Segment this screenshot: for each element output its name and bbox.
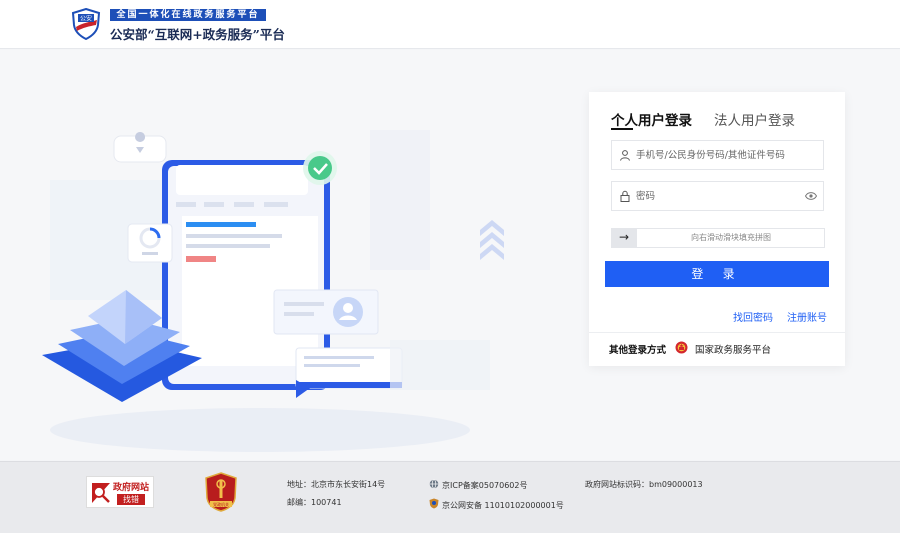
national-emblem-icon[interactable]	[675, 341, 688, 354]
footer-postcode: 邮编：100741	[287, 498, 342, 507]
slider-handle[interactable]: →	[611, 228, 637, 248]
magnifier-icon	[92, 483, 110, 503]
logo-subtitle: 全国一体化在线政务服务平台	[110, 9, 266, 21]
user-icon	[620, 150, 630, 161]
badge1-line1: 政府网站	[113, 483, 150, 493]
logo-title: 公安部“互联网+政务服务”平台	[110, 27, 285, 42]
party-gov-badge[interactable]: 党政机关	[204, 472, 238, 512]
tab-legal-login[interactable]: 法人用户登录	[714, 113, 795, 129]
hero-illustration	[42, 130, 504, 452]
svg-text:党政机关: 党政机关	[213, 501, 229, 507]
footer: 政府网站 找错 党政机关 地址：北京市东长安街14号 邮编：100741 京IC…	[0, 461, 900, 533]
eye-icon[interactable]	[805, 191, 817, 201]
forgot-password-link[interactable]: 找回密码	[733, 313, 773, 324]
password-input[interactable]	[636, 182, 806, 210]
login-card: 个人用户登录 法人用户登录 → 向右滑动滑块填充拼图 登 录 找回密码 注册账号…	[589, 92, 845, 366]
username-input[interactable]	[636, 141, 806, 169]
register-link[interactable]: 注册账号	[787, 313, 827, 324]
username-field[interactable]	[611, 140, 824, 170]
captcha-slider[interactable]: → 向右滑动滑块填充拼图	[611, 228, 825, 248]
divider	[589, 332, 845, 333]
footer-address: 地址：北京市东长安街14号	[287, 480, 386, 489]
active-tab-indicator	[611, 128, 633, 130]
slider-hint: 向右滑动滑块填充拼图	[691, 233, 771, 242]
national-platform-login-link[interactable]: 国家政务服务平台	[695, 345, 772, 356]
police-shield-icon: 公安	[71, 8, 101, 40]
svg-text:公安: 公安	[80, 15, 92, 23]
globe-icon	[429, 479, 439, 489]
gov-site-error-report-badge[interactable]: 政府网站 找错	[86, 476, 154, 508]
badge1-line2: 找错	[117, 494, 145, 505]
tab-personal-login[interactable]: 个人用户登录	[611, 113, 692, 129]
footer-police-record[interactable]: 京公网安备 11010102000001号	[442, 501, 564, 510]
police-emblem-icon	[429, 498, 439, 509]
other-login-label: 其他登录方式	[609, 345, 667, 356]
header: 公安 全国一体化在线政务服务平台 公安部“互联网+政务服务”平台	[0, 0, 900, 49]
footer-icp[interactable]: 京ICP备案05070602号	[442, 481, 528, 490]
lock-icon	[620, 190, 630, 202]
login-button[interactable]: 登 录	[605, 261, 829, 287]
password-field[interactable]	[611, 181, 824, 211]
footer-site-code: 政府网站标识码：bm09000013	[585, 480, 703, 489]
